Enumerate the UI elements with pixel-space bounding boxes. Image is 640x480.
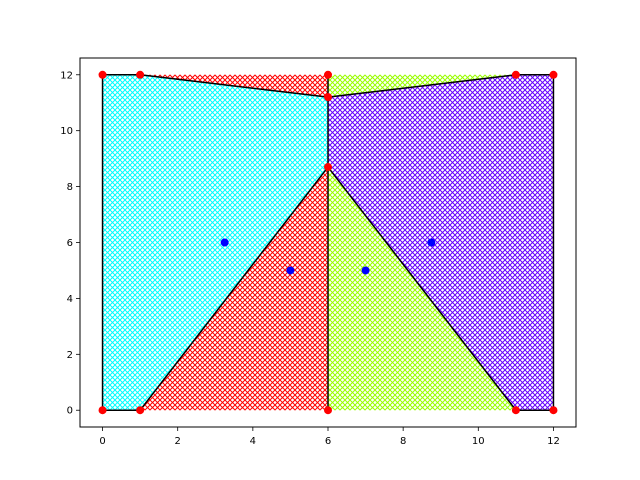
y-tick-label: 0 (67, 406, 73, 417)
edge-8 (139, 166, 329, 411)
x-tick-label: 4 (250, 436, 256, 447)
blue-circle-point (361, 266, 370, 275)
plot-markers (98, 70, 558, 415)
red-circle-point (324, 93, 332, 102)
red-circle-point (324, 163, 332, 172)
red-circle-point (136, 406, 145, 415)
y-tick-label: 10 (60, 126, 73, 137)
red-circle-point (98, 70, 107, 79)
red-circle-point (324, 406, 332, 415)
y-tick-label: 8 (67, 182, 73, 193)
blue-circle-point (427, 238, 436, 247)
y-tick-label: 6 (67, 238, 73, 249)
x-tick-label: 0 (99, 436, 105, 447)
region-0 (102, 74, 328, 411)
x-tick-label: 8 (400, 436, 406, 447)
red-circle-point (549, 406, 558, 415)
red-circle-point (136, 70, 145, 79)
y-tick-label: 4 (67, 294, 73, 305)
red-circle-point (324, 70, 332, 79)
y-tick-label: 2 (67, 350, 73, 361)
red-circle-point (549, 70, 558, 79)
plot-edges (101, 74, 555, 411)
red-circle-point (511, 70, 520, 79)
y-axis: 0 2 4 6 8 10 12 (60, 70, 80, 417)
y-tick-label: 12 (60, 70, 73, 81)
x-tick-label: 12 (547, 436, 560, 447)
blue-circle-point (286, 266, 295, 275)
red-circle-point (511, 406, 520, 415)
x-axis: 0 2 4 6 8 10 12 (99, 427, 560, 447)
blue-circle-point (220, 238, 229, 247)
edge-2 (140, 74, 329, 98)
edge-3 (327, 74, 516, 98)
x-tick-label: 6 (325, 436, 331, 447)
red-circle-point (98, 406, 107, 415)
x-tick-label: 2 (175, 436, 181, 447)
x-tick-label: 10 (472, 436, 485, 447)
region-5 (328, 74, 554, 411)
edge-7 (327, 166, 517, 411)
